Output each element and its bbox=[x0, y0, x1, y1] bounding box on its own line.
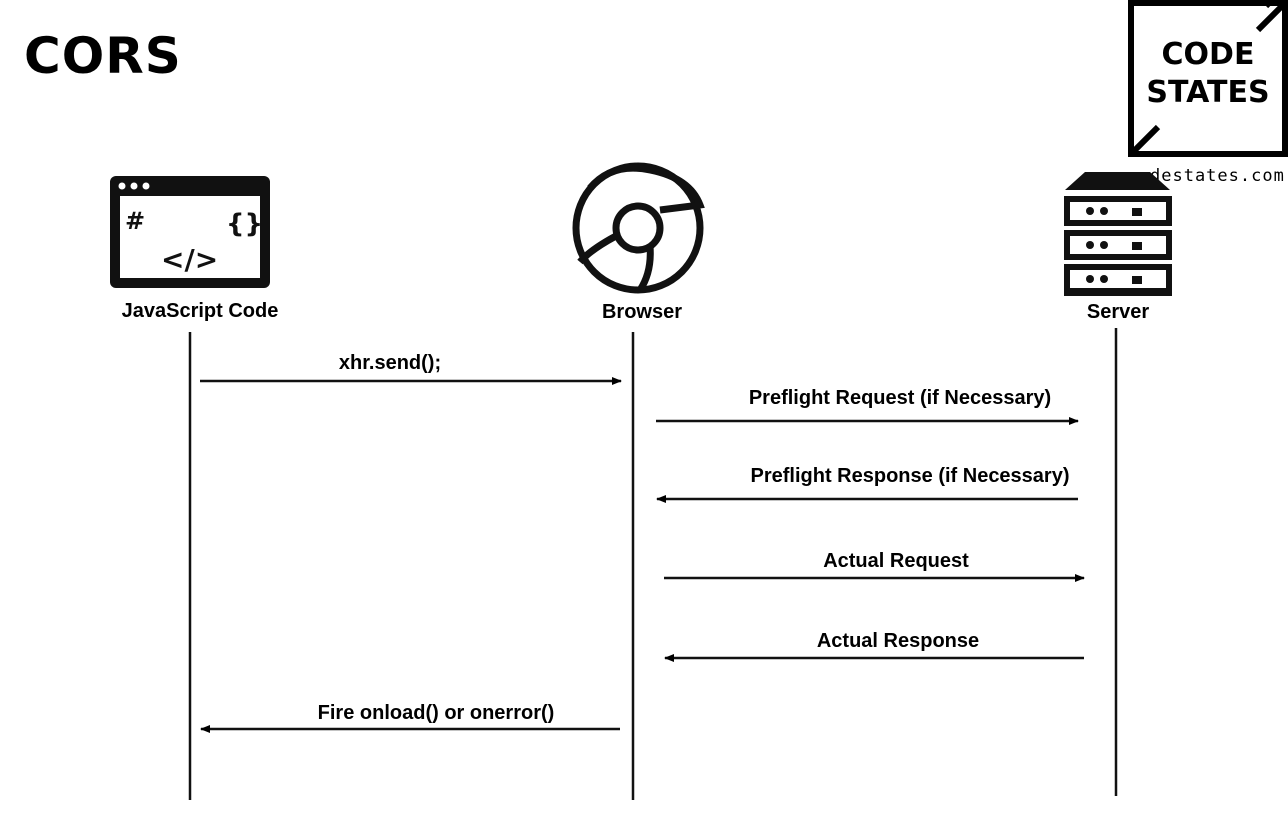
code-window-icon: # {} </> bbox=[110, 176, 270, 288]
code-hash-glyph: # bbox=[125, 207, 145, 235]
code-tag-glyph: </> bbox=[161, 243, 218, 276]
participant-label-server: Server bbox=[1086, 301, 1150, 323]
logo-line-code: CODE bbox=[1161, 37, 1255, 72]
participant-label-browser: Browser bbox=[601, 301, 683, 323]
message-label: Fire onload() or onerror() bbox=[317, 702, 555, 724]
message-label: Preflight Request (if Necessary) bbox=[748, 387, 1052, 409]
participant-label-javascript: JavaScript Code bbox=[121, 300, 279, 322]
logo-domain: destates.com bbox=[1150, 166, 1285, 186]
message-label: xhr.send(); bbox=[338, 352, 442, 374]
message-label: Actual Request bbox=[823, 550, 969, 572]
code-states-logo bbox=[1128, 0, 1288, 157]
code-braces-glyph: {} bbox=[226, 209, 263, 239]
logo-wordmark: CODE STATES bbox=[1128, 36, 1288, 112]
message-label: Preflight Response (if Necessary) bbox=[750, 465, 1070, 487]
browser-icon bbox=[572, 162, 705, 294]
logo-line-states: STATES bbox=[1146, 75, 1270, 110]
server-icon bbox=[1064, 172, 1172, 296]
page-title: CORS bbox=[24, 27, 182, 85]
message-label: Actual Response bbox=[816, 630, 980, 652]
